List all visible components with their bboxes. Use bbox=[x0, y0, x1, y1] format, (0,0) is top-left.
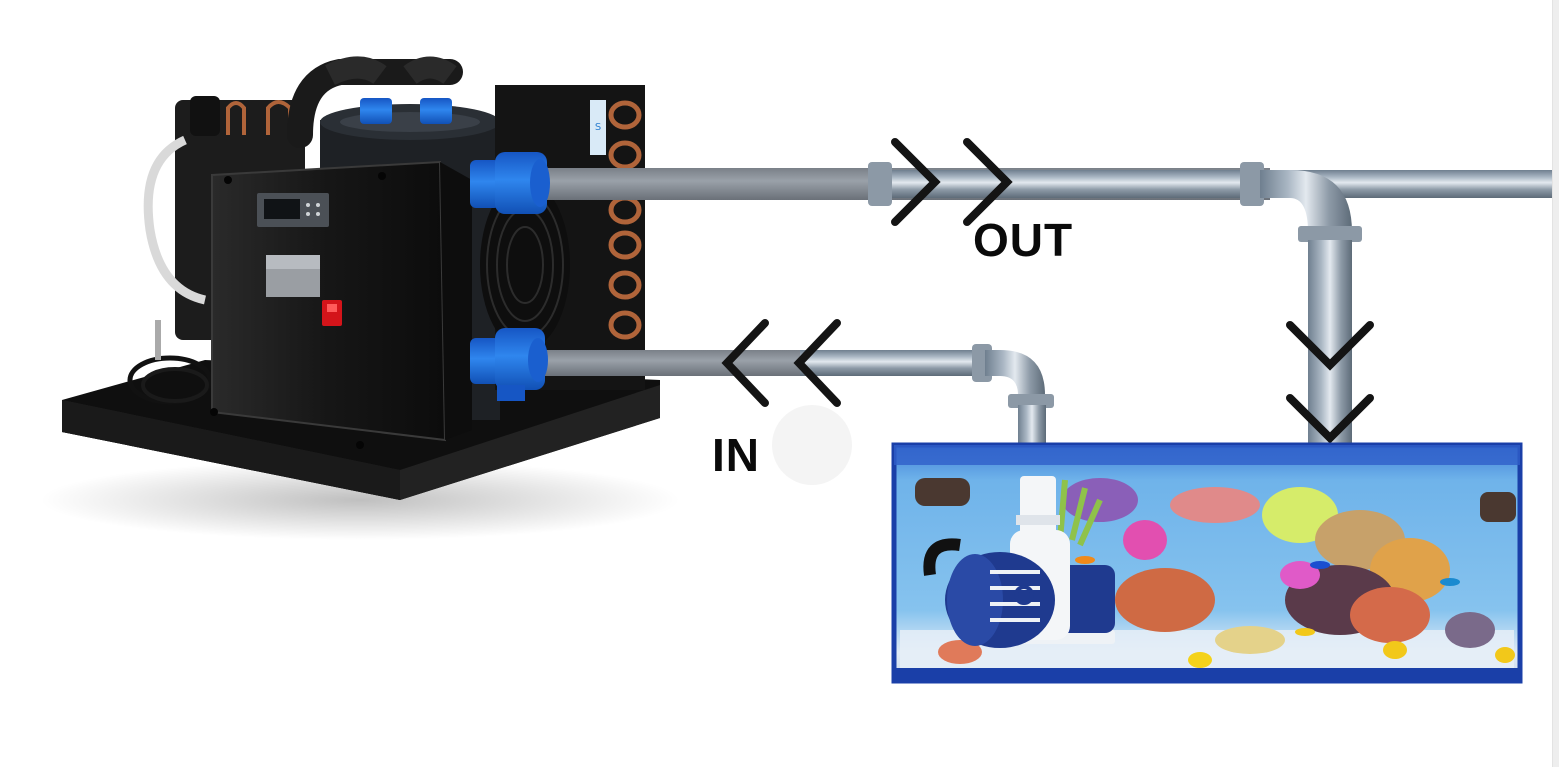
arrow-down-icon bbox=[1286, 321, 1374, 371]
in-label: IN bbox=[712, 429, 760, 481]
arrow-down-icon bbox=[1286, 394, 1374, 444]
flow-arrows-out bbox=[891, 138, 1374, 444]
arrow-right-icon bbox=[963, 138, 1013, 226]
arrow-right-icon bbox=[891, 138, 941, 226]
aquarium bbox=[891, 442, 1523, 684]
top-fitting-right bbox=[420, 98, 452, 124]
arrow-left-icon bbox=[793, 319, 841, 407]
outlet-pipe bbox=[530, 162, 1559, 450]
inlet-connector bbox=[470, 328, 548, 401]
copper-coils bbox=[608, 100, 642, 340]
coral-reef bbox=[938, 478, 1515, 668]
arrow-left-icon bbox=[721, 319, 769, 407]
top-fitting-left bbox=[360, 98, 392, 124]
fish bbox=[1075, 556, 1460, 636]
flow-arrows-in bbox=[721, 319, 841, 407]
outlet-connector bbox=[470, 152, 550, 214]
right-edge-border bbox=[1552, 0, 1559, 767]
inlet-pipe bbox=[530, 344, 1054, 450]
power-switch-icon bbox=[322, 300, 342, 326]
svg-text:S: S bbox=[595, 122, 601, 133]
chiller-unit: S bbox=[40, 56, 680, 540]
water-pump bbox=[923, 476, 1115, 648]
out-label: OUT bbox=[973, 214, 1074, 266]
cooling-fan bbox=[480, 180, 570, 350]
